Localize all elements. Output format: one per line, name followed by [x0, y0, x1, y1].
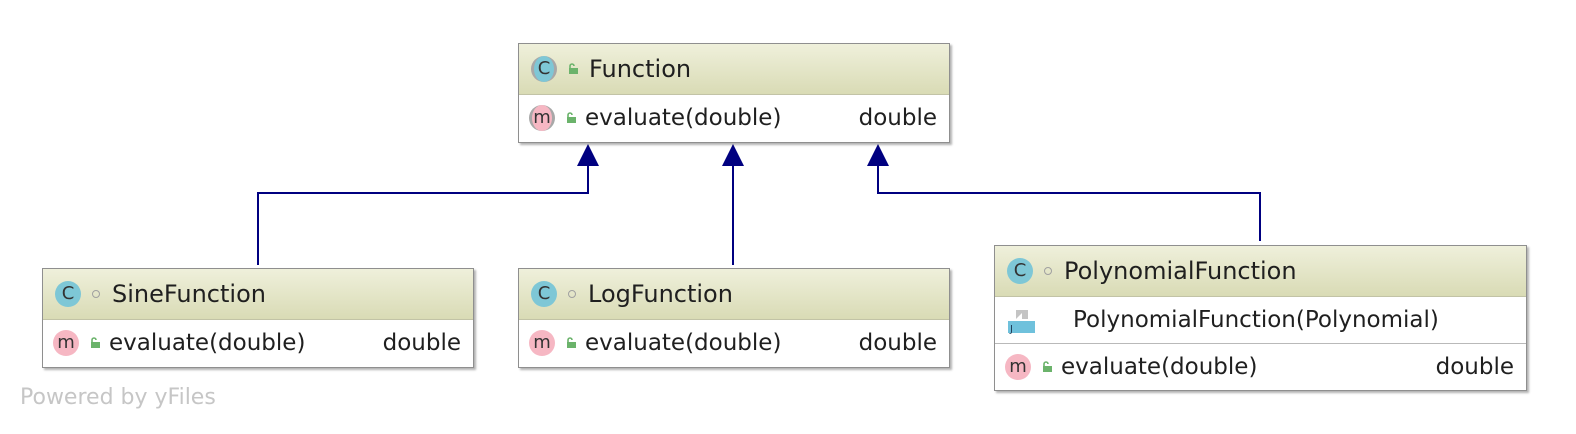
constructor-icon: J [1007, 306, 1035, 335]
class-header: C SineFunction [43, 269, 473, 320]
constructor-row[interactable]: J PolynomialFunction(Polynomial) [995, 297, 1526, 343]
package-visibility-icon [568, 290, 576, 298]
arrowhead-sine [577, 144, 599, 166]
svg-text:J: J [1009, 324, 1013, 334]
method-signature: evaluate(double) [109, 330, 306, 356]
class-icon: C [531, 281, 557, 307]
method-row[interactable]: m evaluate(double) double [995, 343, 1526, 389]
class-icon: C [55, 281, 81, 307]
public-lock-icon [1041, 360, 1053, 373]
constructor-signature: PolynomialFunction(Polynomial) [1073, 307, 1439, 333]
class-icon: C [1007, 258, 1033, 284]
method-row[interactable]: m evaluate(double) double [43, 320, 473, 366]
yfiles-watermark: Powered by yFiles [20, 385, 216, 410]
class-node-polynomial-function[interactable]: C PolynomialFunction J PolynomialFunctio… [994, 245, 1527, 391]
method-icon: m [1005, 353, 1031, 380]
method-icon: m [529, 330, 555, 356]
public-lock-icon [565, 112, 577, 124]
method-row[interactable]: m evaluate(double) double [519, 95, 949, 141]
class-header: C PolynomialFunction [995, 246, 1526, 297]
return-type: double [382, 330, 461, 356]
edge-polynomial-to-function [877, 166, 1261, 241]
edge-sine-to-function [257, 166, 589, 265]
method-signature: evaluate(double) [585, 330, 782, 356]
public-lock-icon [567, 63, 579, 75]
class-name: Function [589, 55, 692, 83]
method-row[interactable]: m evaluate(double) double [519, 320, 949, 366]
return-type: double [1435, 353, 1514, 380]
class-header: C Function [519, 44, 949, 95]
arrowhead-polynomial [867, 144, 889, 166]
class-header: C LogFunction [519, 269, 949, 320]
class-node-sine-function[interactable]: C SineFunction m evaluate(double) double [42, 268, 474, 368]
method-icon: m [53, 330, 79, 356]
class-node-log-function[interactable]: C LogFunction m evaluate(double) double [518, 268, 950, 368]
package-visibility-icon [92, 290, 100, 298]
class-name: PolynomialFunction [1064, 257, 1297, 285]
class-name: SineFunction [112, 280, 266, 308]
public-lock-icon [89, 337, 101, 349]
public-lock-icon [565, 337, 577, 349]
abstract-method-icon: m [529, 105, 555, 131]
arrowhead-log [722, 144, 744, 166]
package-visibility-icon [1044, 267, 1052, 275]
method-signature: evaluate(double) [585, 105, 782, 131]
class-name: LogFunction [588, 280, 733, 308]
abstract-class-icon: C [531, 56, 557, 82]
return-type: double [858, 330, 937, 356]
class-node-function[interactable]: C Function m evaluate(double) double [518, 43, 950, 143]
return-type: double [858, 105, 937, 131]
method-signature: evaluate(double) [1061, 353, 1258, 380]
